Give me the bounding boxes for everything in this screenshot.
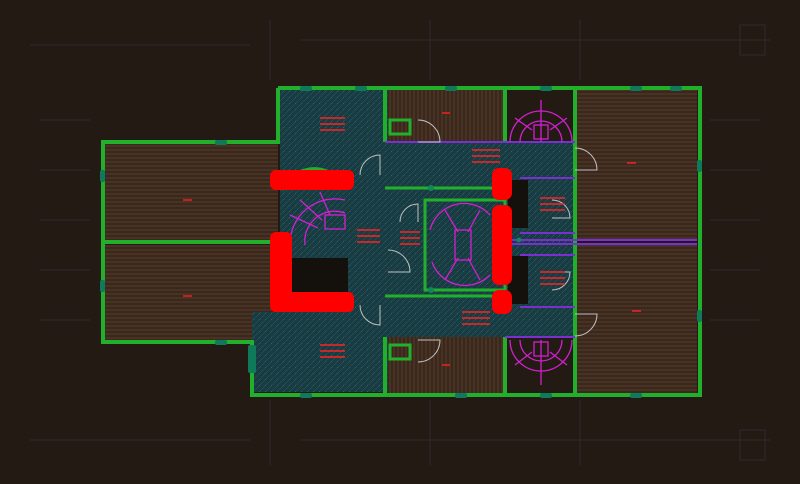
corridor-west-top [280, 90, 388, 172]
bay-east-1 [520, 178, 573, 233]
room-east-lower [575, 245, 697, 393]
spiral-stair-icon [509, 339, 573, 385]
core-walls [270, 168, 512, 314]
corridor-west-bottom [252, 312, 388, 392]
room-east-upper [575, 90, 697, 240]
structural-column-icon [428, 185, 522, 293]
void-east-1 [508, 180, 528, 228]
void-east-2 [508, 256, 528, 304]
spiral-stair-icon [429, 202, 491, 287]
room-west-upper [103, 142, 278, 240]
room-tag-marks [183, 112, 641, 366]
surrounding-grid [30, 20, 770, 465]
partitions [385, 141, 697, 338]
room-west-lower [103, 245, 278, 340]
spiral-stair-icon [509, 100, 573, 143]
bay-east-2 [520, 255, 573, 307]
window-marks [100, 86, 702, 398]
door-swing-icon [359, 119, 598, 363]
